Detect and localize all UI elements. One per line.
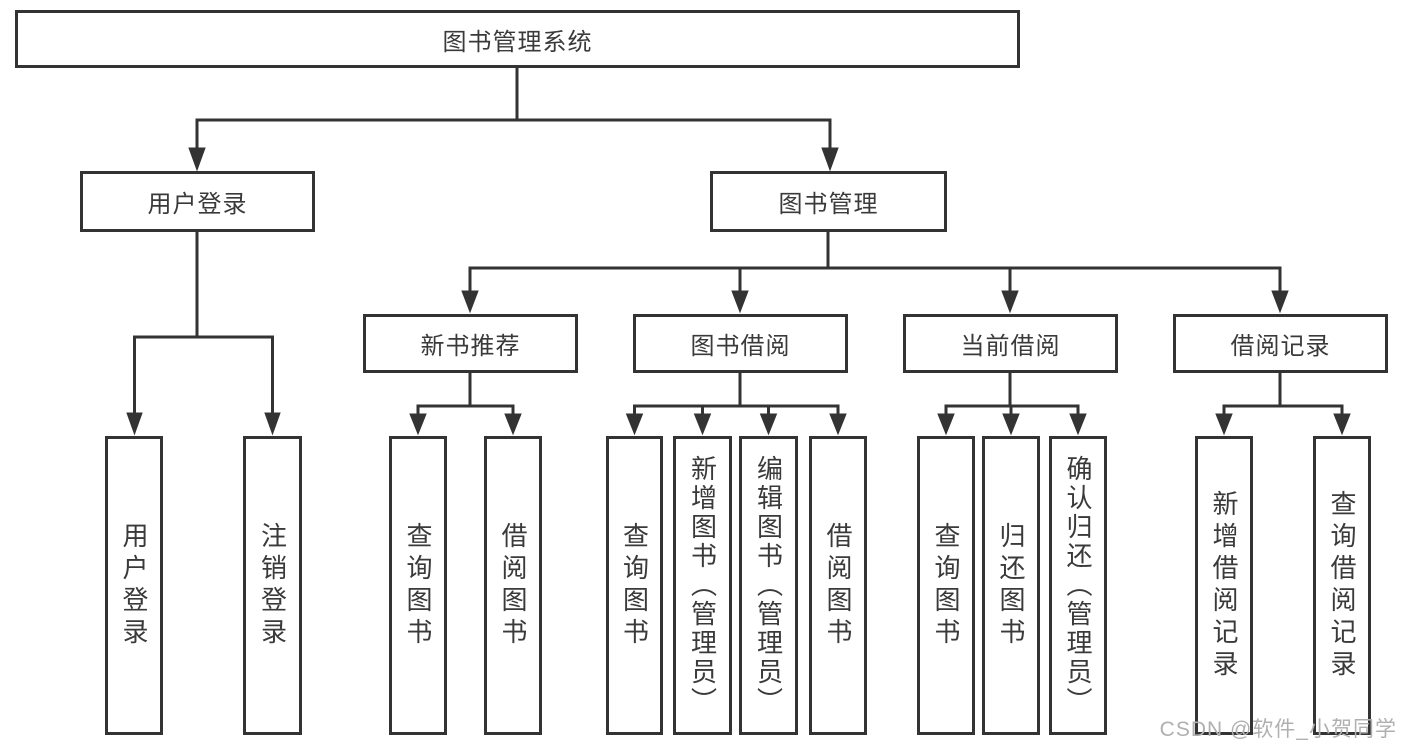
node-label: 借阅图书: [823, 521, 853, 650]
connector-book-mgmt-to-level3: [461, 232, 1289, 314]
node-label: 新增借阅记录: [1209, 489, 1239, 682]
node-label: 查询图书: [619, 521, 650, 650]
node-user-login: 用户登录: [80, 171, 315, 232]
node-book-borrow: 图书借阅: [633, 314, 848, 373]
connector-borrow-records-to-leaves: [1215, 373, 1351, 436]
leaf-user-login: 用户登录: [105, 436, 163, 735]
node-borrow-records: 借阅记录: [1173, 314, 1388, 373]
node-new-book-recommend: 新书推荐: [363, 314, 578, 373]
node-label: 查询借阅记录: [1327, 489, 1357, 682]
node-label: 图书借阅: [690, 333, 791, 360]
leaf-add-borrow-record: 新增借阅记录: [1195, 436, 1253, 735]
node-label: 用户登录: [147, 191, 248, 218]
leaf-return-book: 归还图书: [982, 436, 1040, 735]
leaf-edit-book-admin: 编辑图书（管理员）: [739, 436, 798, 735]
leaf-logout: 注销登录: [243, 436, 302, 735]
node-label: 图书管理: [778, 191, 879, 218]
node-label: 确认归还（管理员）: [1063, 455, 1093, 716]
node-label: 编辑图书（管理员）: [753, 455, 784, 716]
node-label: 查询图书: [931, 521, 961, 650]
connector-current-borrow-to-leaves: [937, 373, 1087, 436]
leaf-borrow-book-recommend: 借阅图书: [484, 436, 542, 735]
leaf-query-book-recommend: 查询图书: [389, 436, 447, 735]
csdn-watermark: CSDN @软件_小贺同学: [1159, 718, 1397, 741]
leaf-query-book-current: 查询图书: [917, 436, 975, 735]
leaf-confirm-return-admin: 确认归还（管理员）: [1049, 436, 1107, 735]
node-label: 借阅记录: [1230, 333, 1331, 360]
node-label: 新书推荐: [420, 333, 521, 360]
connector-new-book-recommend-to-leaves: [409, 373, 522, 436]
connector-user-login-to-leaves: [126, 232, 281, 436]
node-root-system: 图书管理系统: [15, 10, 1020, 68]
node-label: 用户登录: [119, 521, 149, 650]
node-label: 借阅图书: [498, 521, 528, 650]
node-book-management: 图书管理: [710, 171, 947, 232]
node-label: 归还图书: [996, 521, 1026, 650]
node-label: 图书管理系统: [442, 28, 593, 56]
node-label: 注销登录: [257, 521, 288, 650]
node-label: 新增图书（管理员）: [687, 455, 718, 716]
leaf-borrow-book: 借阅图书: [809, 436, 867, 735]
leaf-query-book-borrow: 查询图书: [606, 436, 663, 735]
node-current-borrow: 当前借阅: [903, 314, 1118, 373]
connector-root-to-level2: [188, 68, 839, 172]
connector-book-borrow-to-leaves: [625, 373, 847, 436]
node-label: 当前借阅: [960, 333, 1061, 360]
leaf-query-borrow-record: 查询借阅记录: [1313, 436, 1371, 735]
leaf-add-book-admin: 新增图书（管理员）: [673, 436, 732, 735]
node-label: 查询图书: [403, 521, 433, 650]
